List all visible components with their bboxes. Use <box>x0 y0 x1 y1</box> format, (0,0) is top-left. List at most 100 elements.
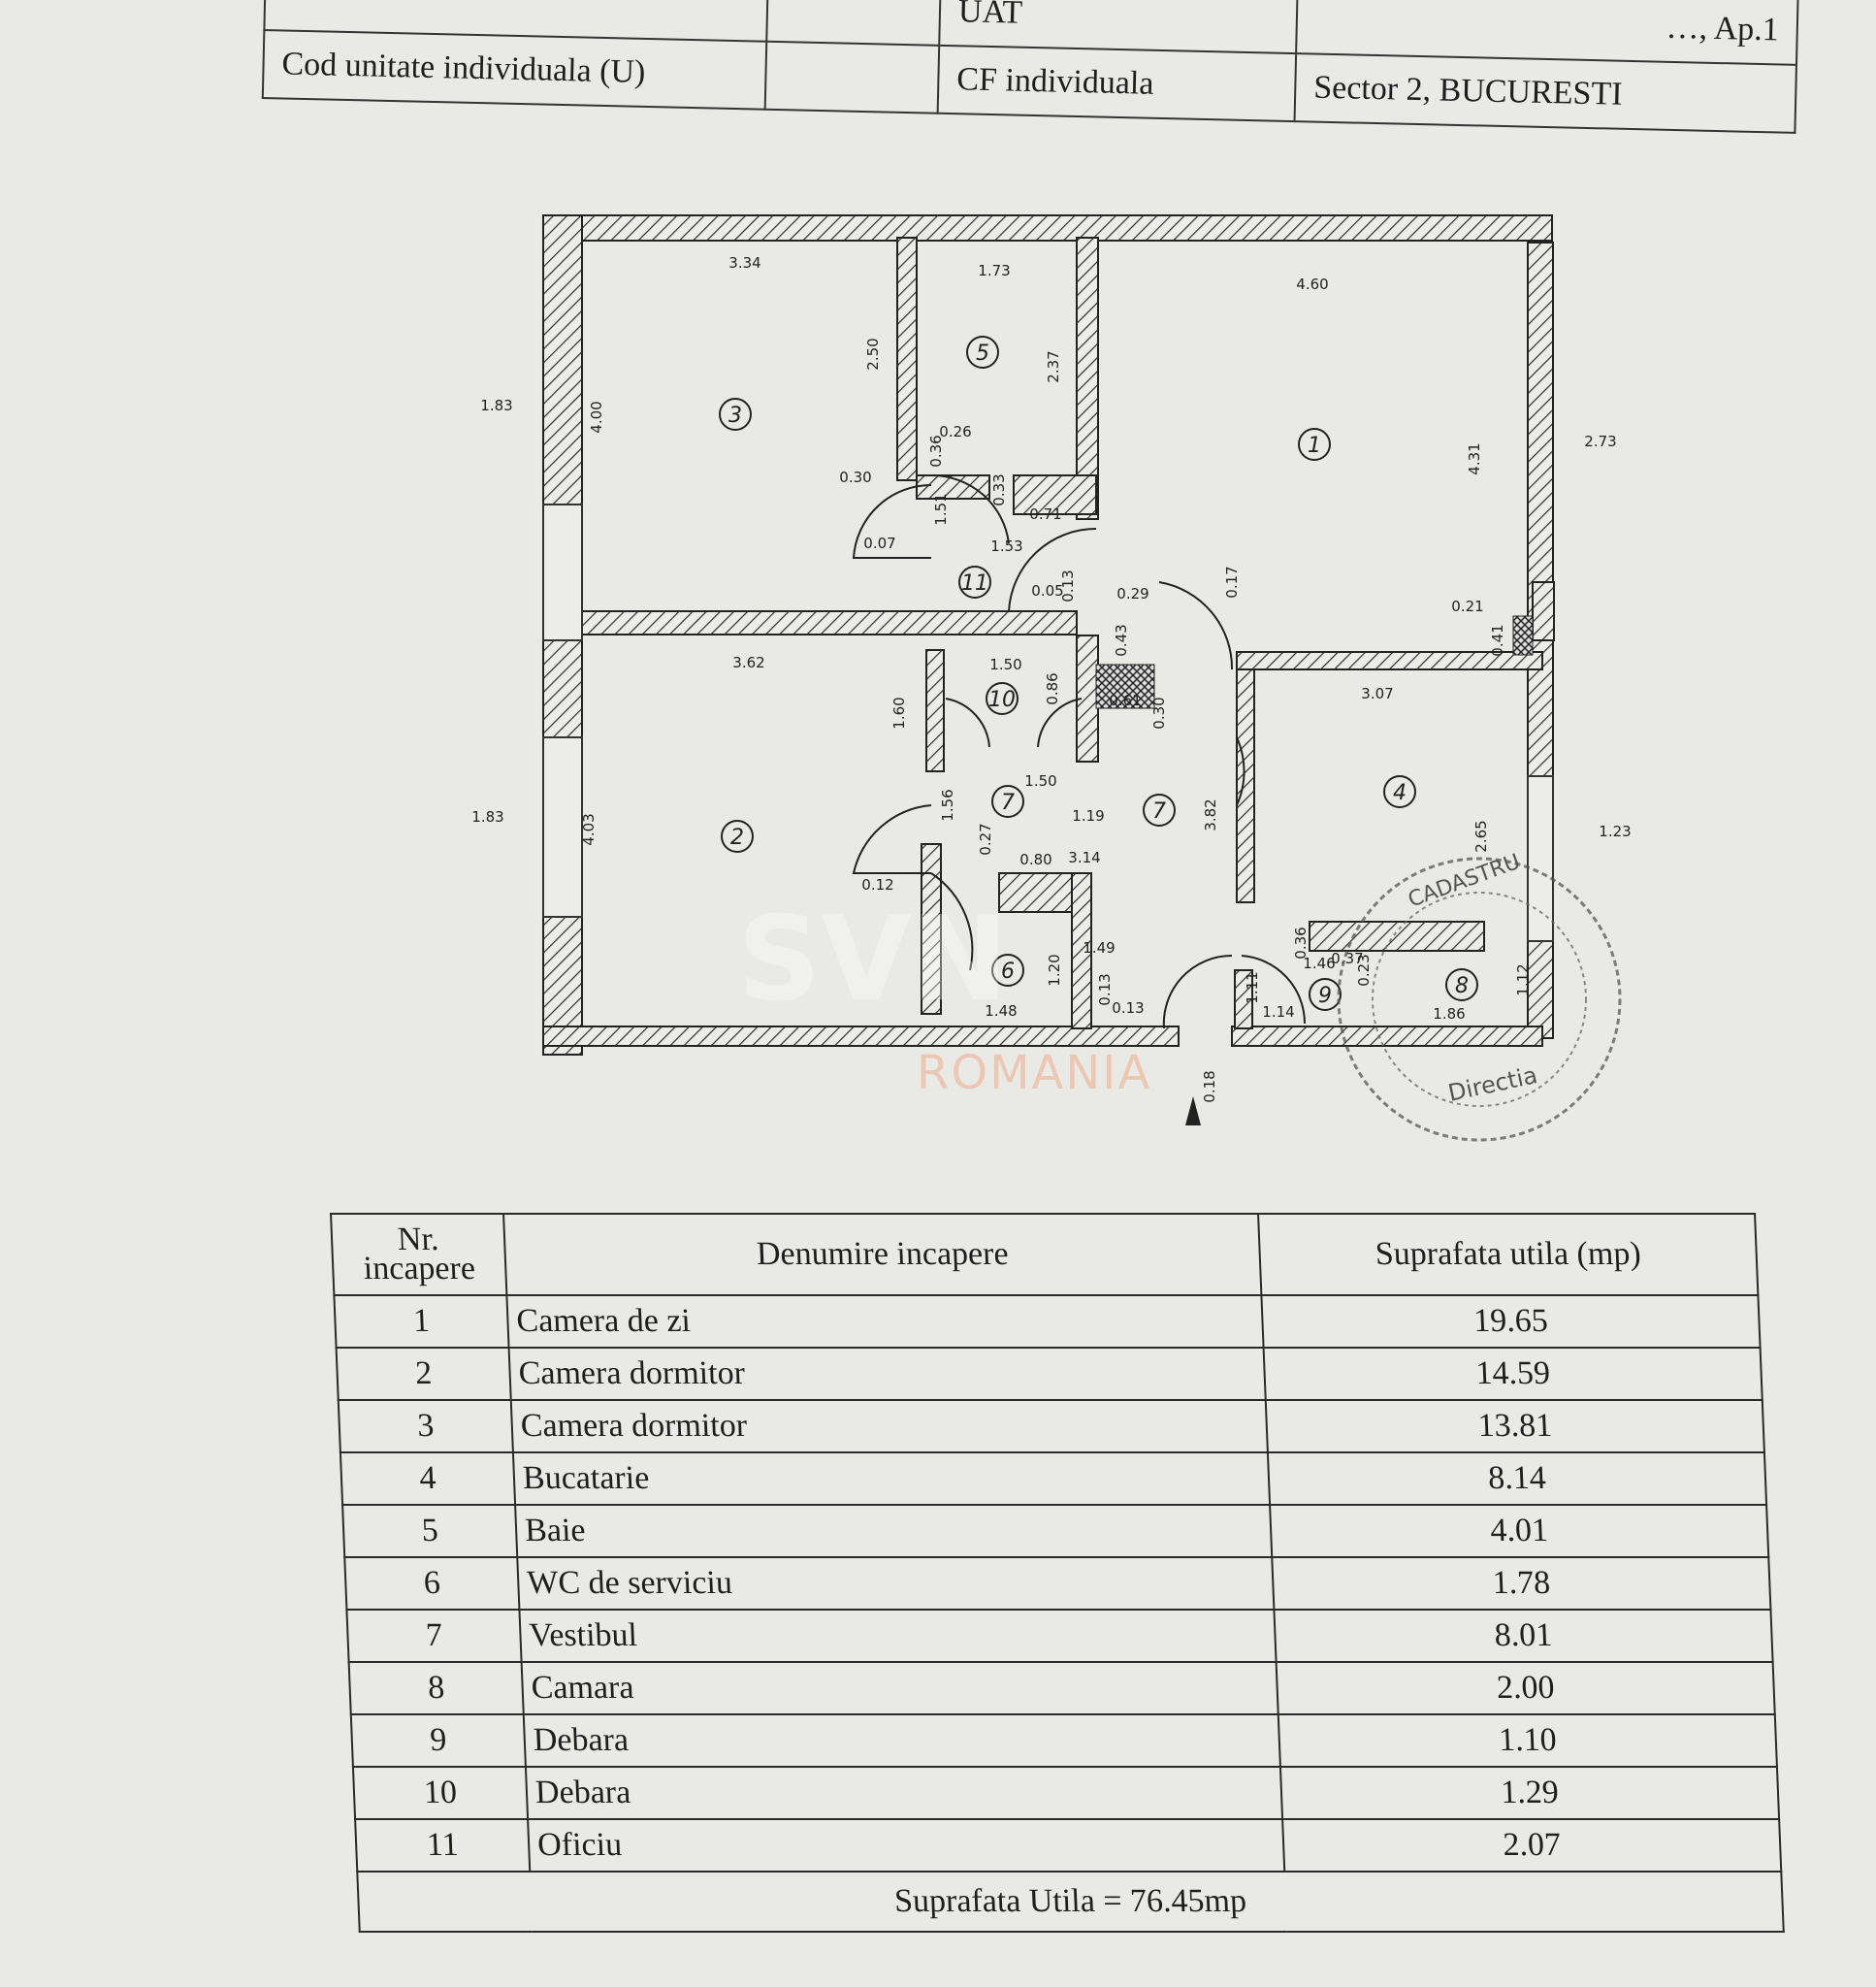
room-area: 1.29 <box>1279 1767 1780 1819</box>
svg-text:1: 1 <box>1308 434 1321 458</box>
dimension-label: 0.33 <box>990 473 1008 505</box>
dimension-label: 1.12 <box>1514 963 1532 995</box>
dimension-label: 3.62 <box>732 654 764 671</box>
dimension-label: 2.73 <box>1584 433 1616 450</box>
wall <box>916 474 990 500</box>
dimension-label: 2.37 <box>1045 350 1062 382</box>
col-header-name: Denumire incapere <box>503 1214 1262 1295</box>
room-marker: 8 <box>1445 968 1478 1001</box>
wall <box>542 610 1078 635</box>
room-area: 8.14 <box>1267 1452 1767 1505</box>
room-name: Camera de zi <box>506 1295 1264 1348</box>
svg-text:8: 8 <box>1455 974 1469 998</box>
door-swing <box>1037 698 1083 748</box>
door-swing <box>852 483 932 559</box>
dimension-label: 1.50 <box>989 656 1021 673</box>
room-area: 8.01 <box>1274 1610 1773 1662</box>
dimension-label: 1.50 <box>1024 772 1056 790</box>
dimension-label: 3.07 <box>1361 685 1393 702</box>
wall <box>1013 474 1097 515</box>
window <box>1527 775 1554 942</box>
room-marker: 7 <box>991 785 1024 818</box>
wall <box>921 843 942 1015</box>
wall <box>896 237 918 481</box>
watermark-text: ROMANIA <box>917 1046 1152 1100</box>
shaft <box>1095 664 1155 709</box>
room-number: 2 <box>336 1348 511 1400</box>
door-swing <box>1162 954 1233 1029</box>
dimension-label: 1.11 <box>1244 971 1261 1003</box>
door-swing <box>930 473 1010 544</box>
room-name: WC de serviciu <box>517 1557 1275 1610</box>
rooms-table-header: Nr. incapere Denumire incapere Suprafata… <box>331 1214 1759 1295</box>
dimension-label: 1.20 <box>1046 954 1063 986</box>
dimension-label: 0.27 <box>977 823 994 855</box>
room-number: 10 <box>352 1767 529 1819</box>
dimension-label: 0.17 <box>1223 566 1241 598</box>
svg-text:11: 11 <box>961 571 988 596</box>
dimension-label: 0.86 <box>1044 672 1061 704</box>
room-number: 6 <box>344 1557 520 1610</box>
dimension-label: 0.26 <box>939 423 971 440</box>
door-swing <box>1236 736 1245 806</box>
room-area: 4.01 <box>1270 1505 1769 1557</box>
door-swing <box>1241 955 1307 1025</box>
room-number: 4 <box>340 1452 516 1505</box>
room-area: 2.00 <box>1276 1662 1775 1714</box>
wall <box>542 214 1553 242</box>
total-row: Suprafata Utila = 76.45mp <box>357 1872 1784 1932</box>
dimension-label: 0.13 <box>1096 973 1114 1005</box>
dimension-label: 0.05 <box>1031 582 1063 600</box>
stamp-text-top: CADASTRU <box>1406 850 1524 913</box>
wall <box>1234 969 1253 1029</box>
room-name: Debara <box>525 1767 1283 1819</box>
dimension-label: 1.60 <box>890 697 908 729</box>
watermark-logo: SVN <box>737 893 1009 1027</box>
dimension-label: 0.07 <box>863 535 895 552</box>
room-number: 11 <box>355 1819 531 1872</box>
wall <box>1236 651 1543 670</box>
dimension-label: 0.18 <box>1201 1070 1218 1102</box>
room-number: 8 <box>348 1662 524 1714</box>
svg-text:6: 6 <box>1001 960 1015 984</box>
svg-text:7: 7 <box>1152 799 1166 824</box>
svg-text:10: 10 <box>988 688 1016 712</box>
dimension-label: 1.14 <box>1262 1003 1294 1021</box>
dimension-label: 0.80 <box>1019 851 1051 868</box>
cadastre-stamp: CADASTRU Directia <box>1337 850 1622 1142</box>
dimension-label: 0.29 <box>1116 585 1148 603</box>
room-number: 9 <box>350 1714 526 1767</box>
room-name: Camera dormitor <box>510 1400 1268 1452</box>
dimension-label: 0.71 <box>1029 505 1061 523</box>
room-number: 7 <box>346 1610 522 1662</box>
dimension-label: 0.41 <box>1489 624 1506 656</box>
dimension-label: 0.21 <box>1451 598 1483 615</box>
dimension-label: 1.83 <box>480 397 512 414</box>
svg-text:5: 5 <box>976 342 989 366</box>
window <box>542 504 583 641</box>
room-number: 3 <box>338 1400 513 1452</box>
room-marker: 3 <box>719 398 752 431</box>
north-arrow-icon <box>1185 1096 1201 1125</box>
room-marker: 7 <box>1143 794 1176 827</box>
dimension-label: 1.19 <box>1072 807 1104 825</box>
door-swing <box>930 872 974 971</box>
room-name: Debara <box>523 1714 1280 1767</box>
dimension-label: 4.03 <box>580 813 598 845</box>
room-area: 13.81 <box>1265 1400 1764 1452</box>
wall <box>1076 237 1099 520</box>
dimension-label: 1.48 <box>985 1002 1017 1020</box>
svg-text:9: 9 <box>1318 984 1332 1008</box>
dimension-label: 3.34 <box>728 254 760 272</box>
